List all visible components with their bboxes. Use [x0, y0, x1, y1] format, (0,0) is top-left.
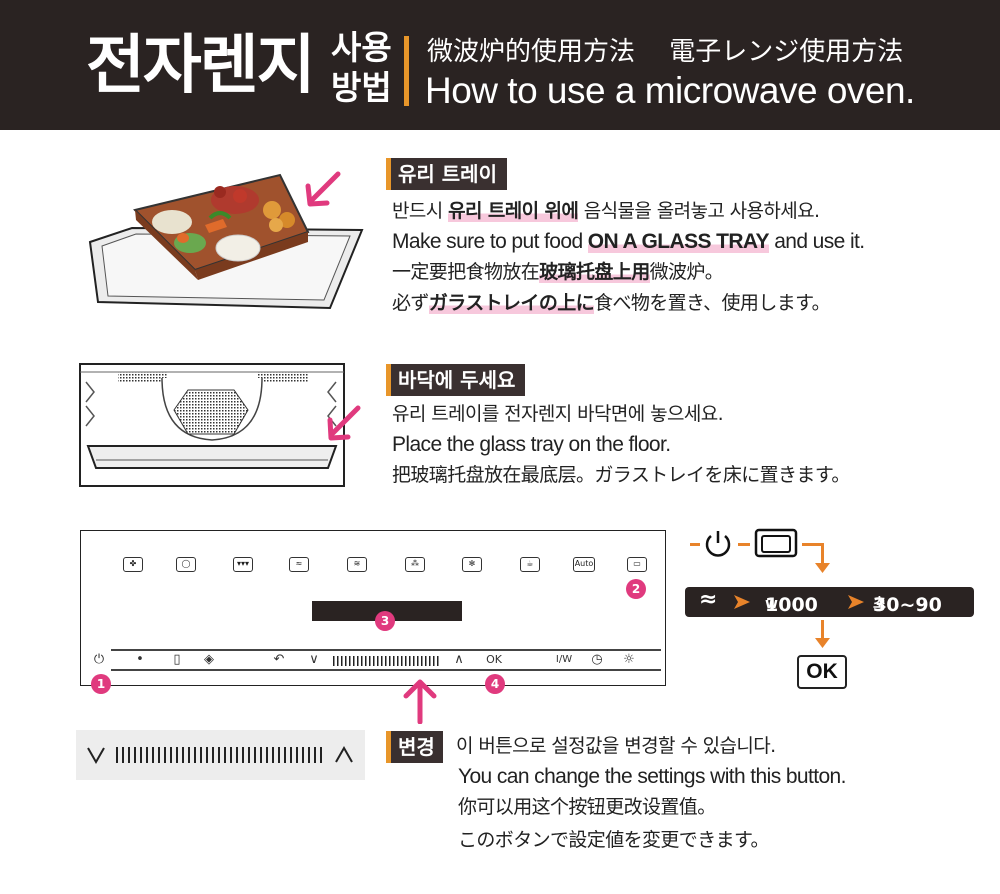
title-korean-suffix-2: 방법: [331, 68, 392, 107]
power-number: 1000: [765, 594, 818, 616]
back-icon[interactable]: ↶: [273, 652, 285, 667]
title-english: How to use a microwave oven.: [425, 70, 915, 111]
chevron-up-icon[interactable]: ∧: [454, 652, 464, 667]
emphasis-text: 유리 트레이 위에: [448, 200, 579, 222]
section-heading-glass-tray: 유리 트레이: [386, 158, 507, 190]
badge-3: 3: [375, 611, 395, 631]
microwave-wave-icon: ≈: [699, 587, 718, 612]
flow-arrow-right-icon: [848, 595, 864, 609]
text-segment: and use it.: [768, 230, 865, 253]
slider-ticks: [116, 747, 326, 763]
chevron-down-icon: [87, 747, 105, 765]
text-segment: 반드시: [392, 200, 449, 222]
badge-1: 1: [91, 674, 111, 694]
text-segment: Make sure to put food: [392, 230, 588, 253]
panel-divider-bottom: [111, 669, 661, 671]
panel-divider-top: [111, 649, 661, 651]
combo-mode-icon[interactable]: ⁂: [405, 557, 425, 572]
floor-english-line: Place the glass tray on the floor.: [392, 433, 671, 456]
oven-interior-illustration: [79, 363, 361, 487]
section-heading-floor: 바닥에 두세요: [386, 364, 526, 396]
flow-connector: [802, 543, 824, 546]
flow-arrow-down-icon: [815, 638, 830, 648]
floor-korean-line: 유리 트레이를 전자렌지 바닥면에 놓으세요.: [392, 403, 724, 425]
slider-preview: [76, 730, 365, 780]
badge-2: 2: [626, 579, 646, 599]
title-korean: 전자렌지: [86, 29, 316, 103]
light-icon[interactable]: ☼: [623, 652, 635, 667]
grill-top-mode-icon[interactable]: ▾▾▾: [233, 557, 253, 572]
glass-tray-korean-line: 반드시 유리 트레이 위에 음식물을 올려놓고 사용하세요.: [392, 196, 820, 227]
change-english-line: You can change the settings with this bu…: [458, 765, 846, 788]
ok-button[interactable]: OK: [486, 653, 502, 666]
flow-arrow-right-icon: [734, 595, 750, 609]
text-segment: 必ず: [392, 292, 429, 314]
flow-dash: [738, 543, 750, 546]
microwave-mode-icon[interactable]: ≈: [289, 557, 309, 572]
time-unit: 초: [873, 596, 886, 612]
pot-mode-icon[interactable]: ☕: [520, 557, 540, 572]
defrost-mode-icon[interactable]: ✻: [462, 557, 482, 572]
change-chinese-line: 你可以用这个按钮更改设置值。: [458, 796, 716, 818]
change-korean-line: 이 버튼으로 설정값을 변경할 수 있습니다.: [456, 735, 776, 757]
fan-mode-icon[interactable]: ✤: [123, 557, 143, 572]
power-unit: w: [765, 596, 778, 612]
chevron-down-icon[interactable]: ∨: [309, 652, 319, 667]
diamond-icon[interactable]: ◈: [204, 652, 214, 667]
title-chinese-japanese: 微波炉的使用方法 電子レンジ使用方法: [427, 37, 904, 67]
flow-window-icon: [752, 526, 800, 560]
auto-mode-button[interactable]: Auto: [573, 557, 595, 572]
flow-ok-button: OK: [797, 655, 847, 689]
flow-connector: [821, 620, 824, 640]
change-japanese-line: このボタンで設定値を変更できます。: [458, 829, 770, 851]
phone-icon[interactable]: ▯: [173, 652, 181, 667]
floor-chinese-japanese-line: 把玻璃托盘放在最底层。ガラストレイを床に置きます。: [392, 464, 850, 486]
glass-tray-food-illustration: [88, 171, 364, 310]
text-segment: 음식물을 올려놓고 사용하세요.: [578, 200, 820, 222]
power-icon[interactable]: ⏻: [93, 652, 105, 667]
up-arrow-icon: [403, 679, 437, 724]
dish-mode-icon[interactable]: ◯: [176, 557, 196, 572]
emphasis-text: ガラストレイの上に: [428, 292, 595, 314]
flow-arrow-down-icon: [815, 563, 830, 573]
time-number: 30~90: [873, 594, 942, 616]
badge-4: 4: [485, 674, 505, 694]
glass-tray-chinese-line: 一定要把食物放在玻璃托盘上用微波炉。: [392, 257, 724, 288]
emphasis-text: ON A GLASS TRAY: [587, 230, 770, 253]
text-segment: 食べ物を置き、使用します。: [594, 292, 831, 314]
clock-icon[interactable]: ◷: [591, 652, 603, 667]
text-segment: 一定要把食物放在: [392, 261, 540, 283]
glass-tray-english-line: Make sure to put food ON A GLASS TRAY an…: [392, 226, 865, 257]
text-segment: 微波炉。: [649, 261, 724, 283]
glass-tray-japanese-line: 必ずガラストレイの上に食べ物を置き、使用します。: [392, 288, 831, 319]
settings-slider[interactable]: [333, 656, 441, 666]
title-korean-suffix: 사용 방법: [331, 28, 401, 108]
control-panel-diagram: ✤ ◯ ▾▾▾ ≈ ≋ ⁂ ✻ ☕ Auto ▭ 2 3 ⏻ 1 • ▯ ◈ ↶…: [80, 530, 666, 694]
header-banner: 전자렌지 사용 방법 微波炉的使用方法 電子レンジ使用方法 How to use…: [0, 0, 1000, 130]
flow-dash: [690, 543, 700, 546]
emphasis-text: 玻璃托盘上用: [539, 261, 650, 283]
dot-icon: •: [136, 652, 144, 667]
flow-power-icon: [701, 526, 735, 560]
section-heading-change: 변경: [386, 731, 443, 763]
iw-button[interactable]: I/W: [555, 654, 573, 665]
title-korean-suffix-1: 사용: [331, 28, 392, 67]
title-divider: [404, 36, 409, 106]
microwave-fan-mode-icon[interactable]: ≋: [347, 557, 367, 572]
chevron-up-icon: [335, 745, 353, 763]
flow-connector: [821, 543, 824, 565]
window-mode-icon[interactable]: ▭: [627, 557, 647, 572]
